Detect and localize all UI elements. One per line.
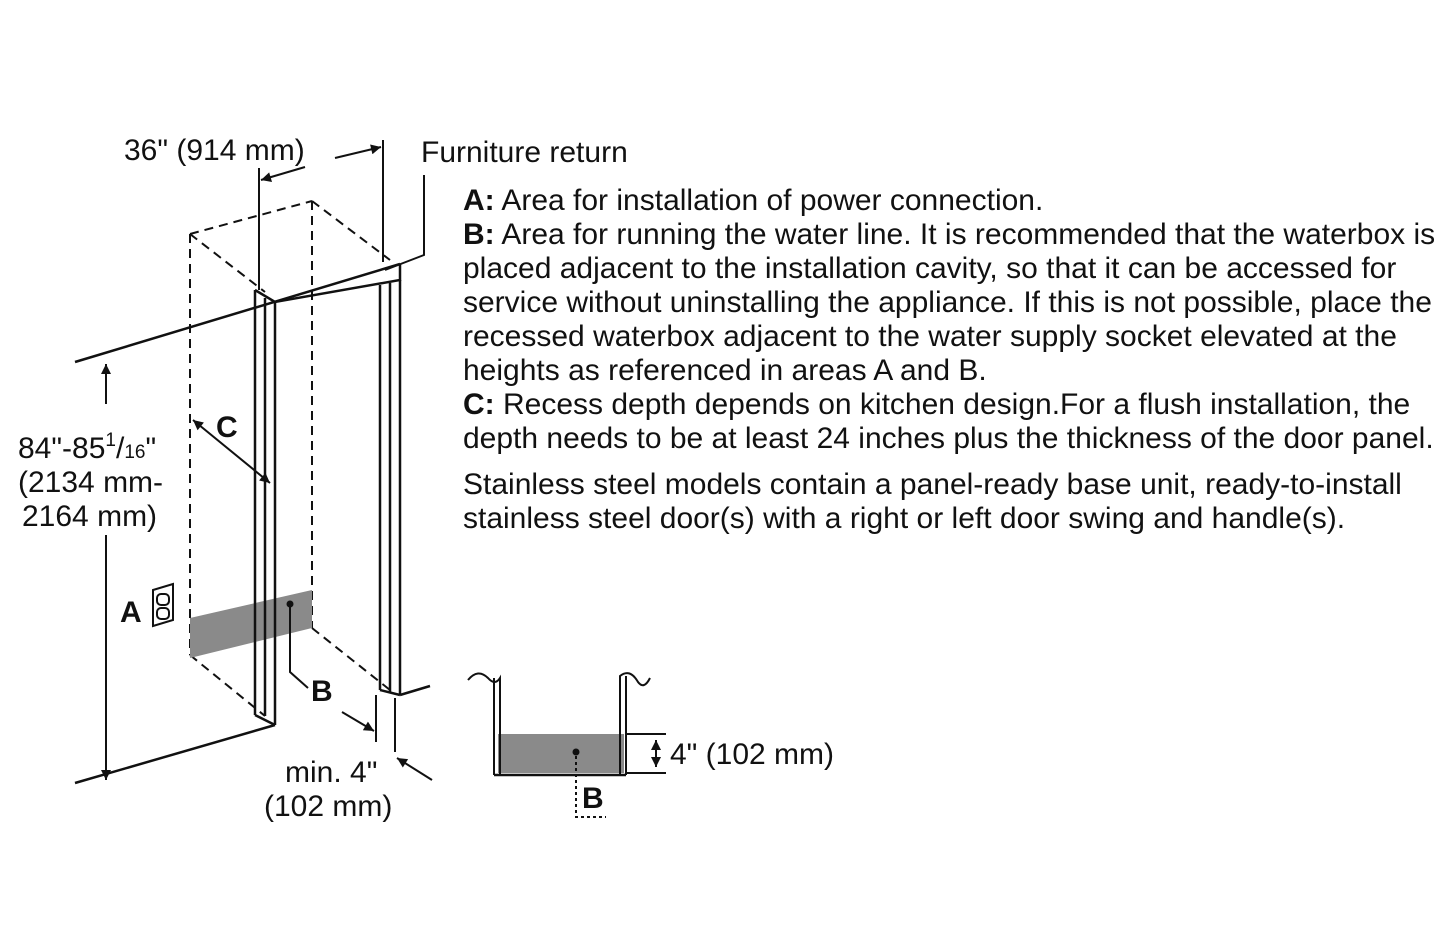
depth-arrow-c (192, 419, 271, 484)
note-c-key: C: (463, 388, 495, 421)
power-outlet-icon (152, 582, 174, 628)
height-dimension-label: 84"-851/16" (18, 430, 156, 465)
notes-text: A: Area for installation of power connec… (463, 184, 1438, 536)
recess-outline (189, 200, 391, 717)
waterbox-label-b: B (582, 782, 604, 815)
note-b-key: B: (463, 218, 495, 251)
waterbox-detail (467, 672, 666, 818)
note-a: A: Area for installation of power connec… (463, 184, 1438, 218)
note-c-text: Recess depth depends on kitchen design.F… (463, 388, 1434, 455)
note-b-text: Area for running the water line. It is r… (463, 218, 1436, 387)
height-dimension-mm-2: 2164 mm) (22, 500, 157, 533)
label-a: A (120, 596, 142, 629)
furniture-frame (74, 262, 431, 785)
height-dimension-mm-1: (2134 mm- (18, 466, 163, 499)
min-depth-label-2: (102 mm) (264, 790, 392, 823)
note-a-text: Area for installation of power connectio… (494, 184, 1044, 217)
waterbox-height-label: 4" (102 mm) (670, 738, 834, 771)
waterbox-b-leader (575, 756, 606, 818)
note-a-key: A: (463, 184, 495, 217)
water-line-leader (289, 605, 309, 689)
furniture-return-label: Furniture return (421, 136, 628, 169)
min-depth-label-1: min. 4" (285, 756, 377, 789)
furniture-return-leader (384, 175, 425, 271)
water-line-point (286, 600, 294, 608)
stainless-note: Stainless steel models contain a panel-r… (463, 468, 1402, 535)
label-c: C (216, 411, 238, 444)
waterbox-right-wall (619, 672, 651, 775)
min-depth-dimension (341, 695, 433, 781)
waterbox-left-wall (467, 672, 501, 775)
water-line-area (190, 590, 312, 658)
note-b: B: Area for running the water line. It i… (463, 218, 1438, 388)
label-b: B (311, 675, 333, 708)
note-c: C: Recess depth depends on kitchen desig… (463, 388, 1438, 456)
waterbox-fill (498, 734, 624, 773)
width-dimension-label: 36" (914 mm) (124, 134, 305, 167)
width-dimension (258, 140, 384, 290)
